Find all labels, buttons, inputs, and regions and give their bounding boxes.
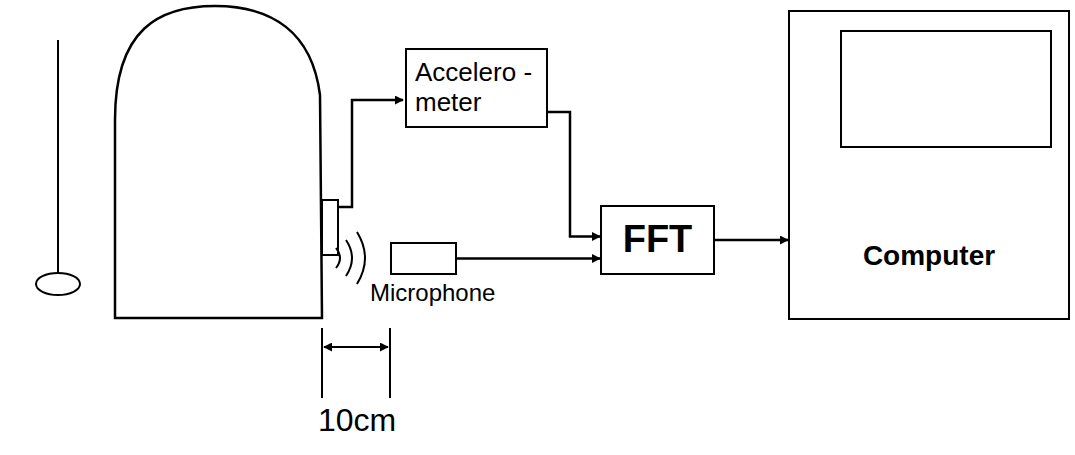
sound-wave [336,248,340,268]
microphone-box: Microphone [390,242,457,275]
accelerometer-sensor [322,200,338,255]
signal-arrow [548,112,600,237]
dimension-arrow [324,346,388,348]
accelerometer-box: Accelero -meter [405,48,548,128]
dimension-tick [389,328,391,398]
computer-screen [840,30,1052,148]
housing [115,6,322,318]
stand-pole [57,40,59,274]
fft-box: FFT [600,205,715,275]
computer-box: Computer [788,10,1070,320]
device-label: Microphone [370,279,495,307]
stand-base [36,273,80,295]
box-label: Accelero -meter [415,58,538,118]
signal-arrow [715,239,788,242]
sensor-lead [338,100,403,207]
dimension-tick [321,328,323,398]
box-label: FFT [623,218,693,262]
signal-arrow [457,257,600,260]
dimension-label: 10cm [318,402,396,439]
box-label: Computer [790,240,1068,272]
sound-wave [357,232,365,284]
sound-wave [346,240,352,276]
